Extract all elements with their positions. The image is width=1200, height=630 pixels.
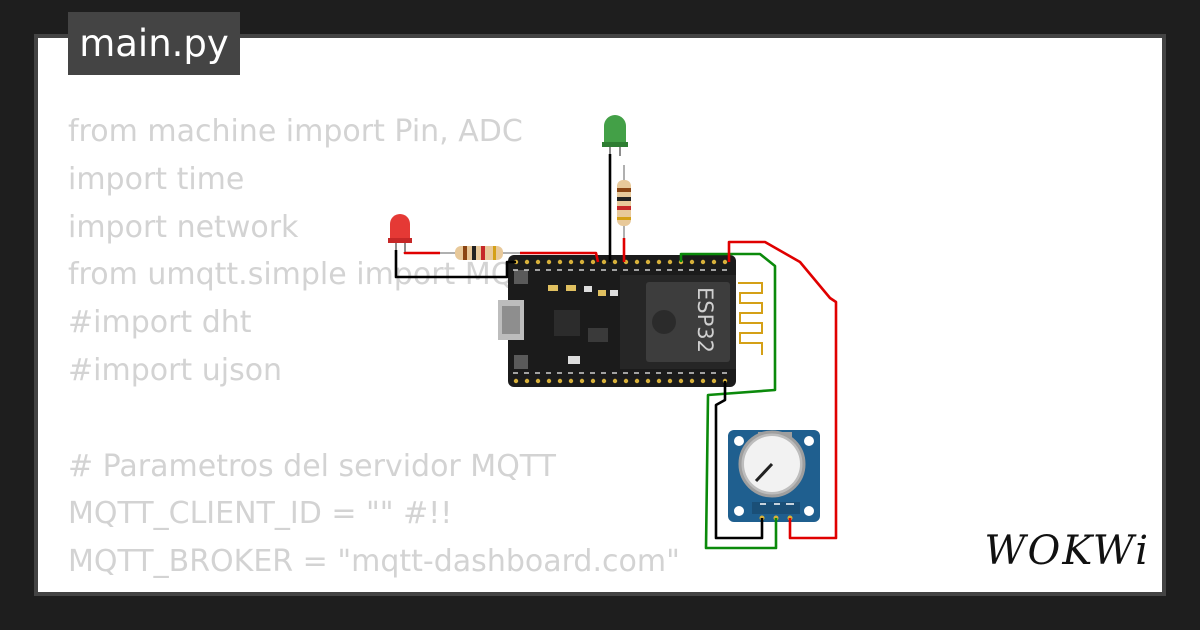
voltage-regulator	[554, 310, 580, 336]
code-line: import network	[68, 209, 299, 245]
code-line: # Parametros del servidor MQTT	[68, 448, 556, 484]
wire-red-led-anode	[403, 251, 440, 255]
wire-pot-gnd	[714, 381, 764, 540]
potentiometer[interactable]	[728, 430, 820, 522]
project-preview-card: from machine import Pin, ADC import time i…	[34, 34, 1166, 596]
wokwi-logo: WOKWi	[984, 528, 1150, 574]
wire-red-led-cathode	[394, 250, 516, 279]
espressif-logo	[652, 310, 676, 334]
pin-label-marks	[513, 269, 730, 374]
code-line: #import ujson	[68, 352, 283, 388]
pcb-antenna	[738, 282, 763, 355]
code-line: MQTT_BROKER = "mqtt-dashboard.com"	[68, 544, 680, 580]
esp32-chip-shield	[646, 282, 730, 362]
green-led[interactable]	[602, 115, 628, 156]
file-tab[interactable]: main.py	[68, 12, 240, 75]
code-line: from machine import Pin, ADC	[68, 114, 523, 149]
chip-label: ESP32	[693, 287, 717, 353]
esp32-board[interactable]: ESP32	[498, 255, 763, 387]
red-led[interactable]	[388, 214, 412, 252]
pot-knob-indicator	[754, 462, 774, 483]
wire-pot-vcc	[727, 240, 838, 540]
code-line: from umqtt.simple import MQ	[68, 257, 515, 293]
header-pins-bottom	[513, 378, 728, 384]
boot-button	[514, 355, 528, 369]
code-line: import time	[68, 161, 245, 197]
code-line: MQTT_USER = "Alex"	[68, 586, 680, 593]
code-line: MQTT_CLIENT_ID = "" #!!	[68, 496, 453, 532]
code-line: #import dht	[68, 305, 252, 341]
wires	[394, 154, 838, 550]
resistor-green-led[interactable]	[617, 165, 631, 238]
resistor-red-led[interactable]	[440, 246, 520, 260]
wire-resistor-to-pin	[520, 251, 600, 263]
wire-pot-signal	[679, 252, 778, 550]
code-preview: from machine import Pin, ADC import time i…	[68, 108, 680, 593]
reset-button	[514, 270, 528, 284]
